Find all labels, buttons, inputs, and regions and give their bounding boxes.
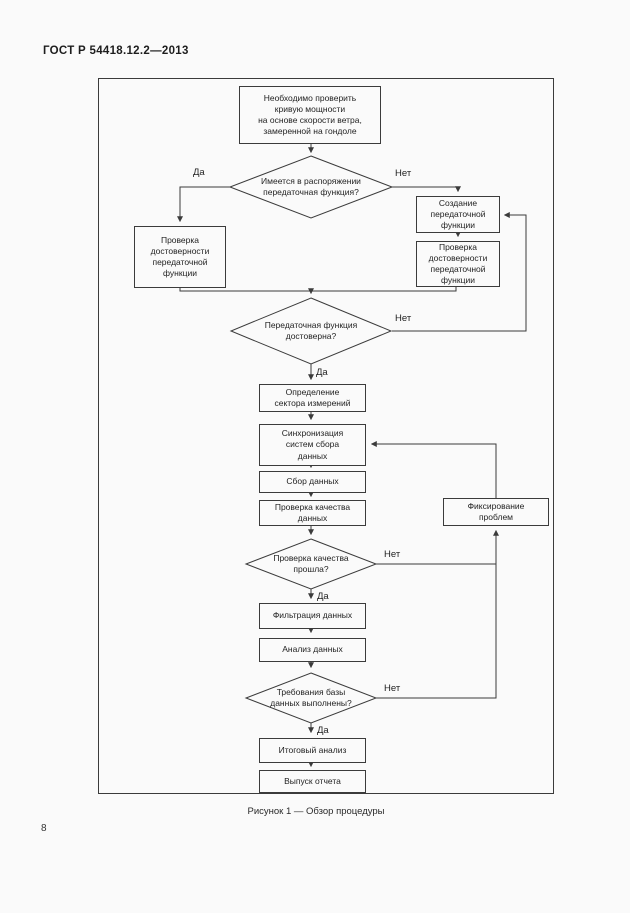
figure-caption: Рисунок 1 — Обзор процедуры [247, 806, 385, 817]
edge-label-d1-no: Нет [395, 168, 412, 179]
decision-text-quality-passed: Проверка качества прошла? [273, 552, 349, 574]
connector-merge-to-d2 [179, 287, 457, 292]
connector-d2-no-loop [392, 212, 527, 332]
edge-label-d1-yes: Да [193, 167, 205, 178]
node-filter-data: Фильтрация данных [259, 603, 366, 629]
node-verify-tf-right: Проверка достоверности передаточной функ… [416, 241, 500, 287]
edge-label-d3-yes: Да [317, 591, 329, 602]
connector-d4-no-up [376, 529, 499, 699]
decision-diamond-tf-valid [229, 297, 393, 365]
decision-text-tf-valid: Передаточная функция достоверна? [264, 319, 358, 341]
page-number: 8 [41, 823, 47, 834]
connector-d1-yes [177, 186, 230, 223]
node-create-tf: Создание передаточной функции [416, 196, 500, 233]
node-start: Необходимо проверить кривую мощности на … [239, 86, 381, 144]
edge-label-d2-yes: Да [316, 367, 328, 378]
node-log-problems: Фиксирование проблем [443, 498, 549, 526]
node-data-quality-check: Проверка качества данных [259, 500, 366, 526]
node-issue-report: Выпуск отчета [259, 770, 366, 793]
flowchart-connectors [177, 144, 527, 768]
standard-number-header: ГОСТ Р 54418.12.2—2013 [43, 45, 189, 57]
decision-diamond-db-req [244, 672, 378, 724]
edge-label-d4-yes: Да [317, 725, 329, 736]
decision-diamond-has-tf [228, 155, 394, 219]
decision-text-db-req: Требования базы данных выполнены? [270, 686, 352, 708]
node-collect-data: Сбор данных [259, 471, 366, 493]
node-final-analysis: Итоговый анализ [259, 738, 366, 763]
connector-d1-no [392, 186, 461, 193]
edge-label-d2-no: Нет [395, 313, 412, 324]
decision-text-has-tf: Имеется в распоряжении передаточная функ… [261, 175, 361, 197]
node-define-sector: Определение сектора измерений [259, 384, 366, 412]
node-verify-tf-left: Проверка достоверности передаточной функ… [134, 226, 226, 288]
node-analyze-data: Анализ данных [259, 638, 366, 662]
connector-fix-to-sync [370, 441, 497, 498]
edge-label-d4-no: Нет [384, 683, 401, 694]
edge-label-d3-no: Нет [384, 549, 401, 560]
flowchart-frame: Необходимо проверить кривую мощности на … [98, 78, 554, 794]
decision-diamond-quality-passed [244, 538, 378, 590]
node-sync-systems: Синхронизация систем сбора данных [259, 424, 366, 466]
